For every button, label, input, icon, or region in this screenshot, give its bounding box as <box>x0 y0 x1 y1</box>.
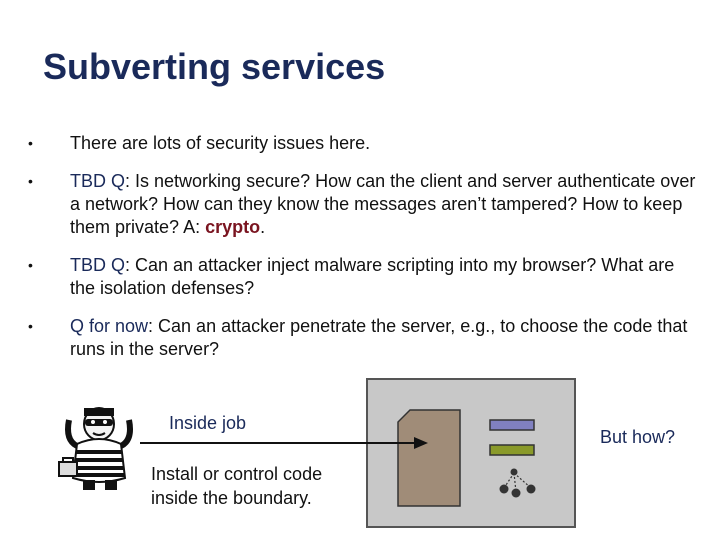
install-caption-line: inside the boundary. <box>151 488 312 508</box>
bullet-dot-icon: • <box>28 318 33 334</box>
arrowhead-icon <box>414 437 428 449</box>
bullet-text: : Is networking secure? How can the clie… <box>70 171 696 237</box>
install-code-caption: Install or control code inside the bound… <box>151 462 322 510</box>
purple-bar-icon <box>489 419 535 431</box>
bullet-label: Q for now <box>70 316 149 336</box>
process-tree-icon <box>503 472 532 493</box>
bullet-item: • Q for now: Can an attacker penetrate t… <box>28 315 698 361</box>
bullet-text: There are lots of security issues here. <box>70 133 371 153</box>
process-node-icons <box>499 468 536 498</box>
inside-job-label: Inside job <box>169 413 247 433</box>
robber-icon <box>58 407 133 490</box>
bullet-dot-icon: • <box>28 257 33 273</box>
bullet-dot-icon: • <box>28 173 33 189</box>
olive-bar-icon <box>489 444 535 456</box>
bullet-item: • TBD Q: Can an attacker inject malware … <box>28 254 698 300</box>
document-icon <box>397 409 461 507</box>
slide-title: Subverting services <box>43 46 386 87</box>
bullet-text-end: . <box>260 217 266 237</box>
bullet-item: • There are lots of security issues here… <box>28 132 698 155</box>
crypto-highlight: crypto <box>205 217 261 237</box>
bullet-dot-icon: • <box>28 135 33 151</box>
bullet-text: : Can an attacker inject malware scripti… <box>70 255 675 298</box>
bullet-label: TBD Q <box>70 255 126 275</box>
bullet-item: • TBD Q: Is networking secure? How can t… <box>28 170 698 239</box>
bullet-text: : Can an attacker penetrate the server, … <box>70 316 688 359</box>
bullet-label: TBD Q <box>70 171 126 191</box>
install-caption-line: Install or control code <box>151 464 323 484</box>
but-how-label: But how? <box>600 427 676 447</box>
bullet-list: • There are lots of security issues here… <box>28 132 698 376</box>
